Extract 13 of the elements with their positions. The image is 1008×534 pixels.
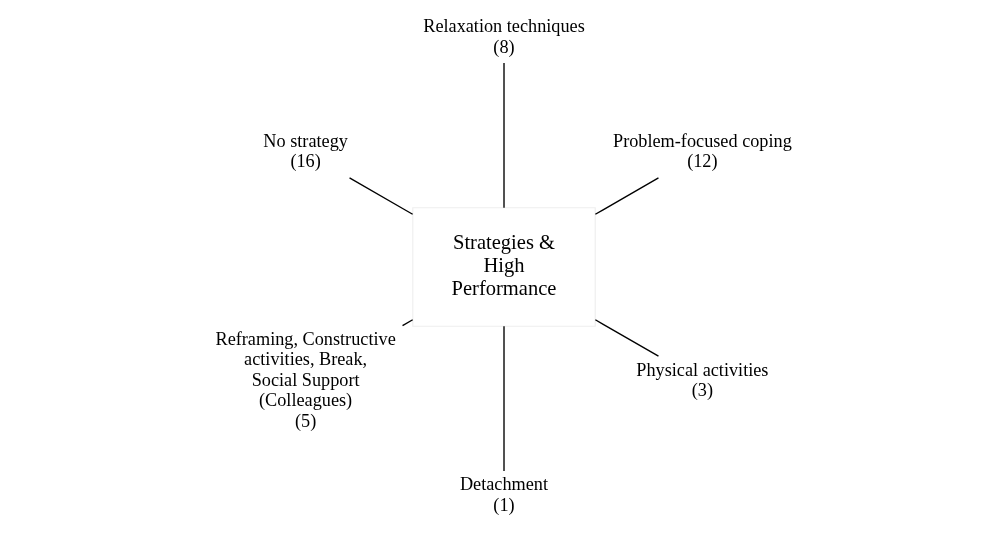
node-box: Strategies & High Performance	[412, 207, 596, 327]
connector	[594, 319, 660, 357]
connector	[594, 177, 660, 215]
node-text: Reframing, Constructive activities, Break, Social Support (Colleagues) (5)	[215, 328, 396, 431]
connector	[503, 62, 505, 209]
node-text: Detachment (1)	[459, 474, 549, 515]
node-text: Relaxation techniques (8)	[423, 15, 585, 57]
connector	[401, 319, 414, 327]
connector	[348, 177, 414, 215]
connector	[503, 325, 505, 472]
node-text: Physical activities (3)	[636, 359, 769, 401]
node-text: No strategy (16)	[263, 130, 348, 172]
node-text: Problem-focused coping (12)	[613, 130, 792, 172]
